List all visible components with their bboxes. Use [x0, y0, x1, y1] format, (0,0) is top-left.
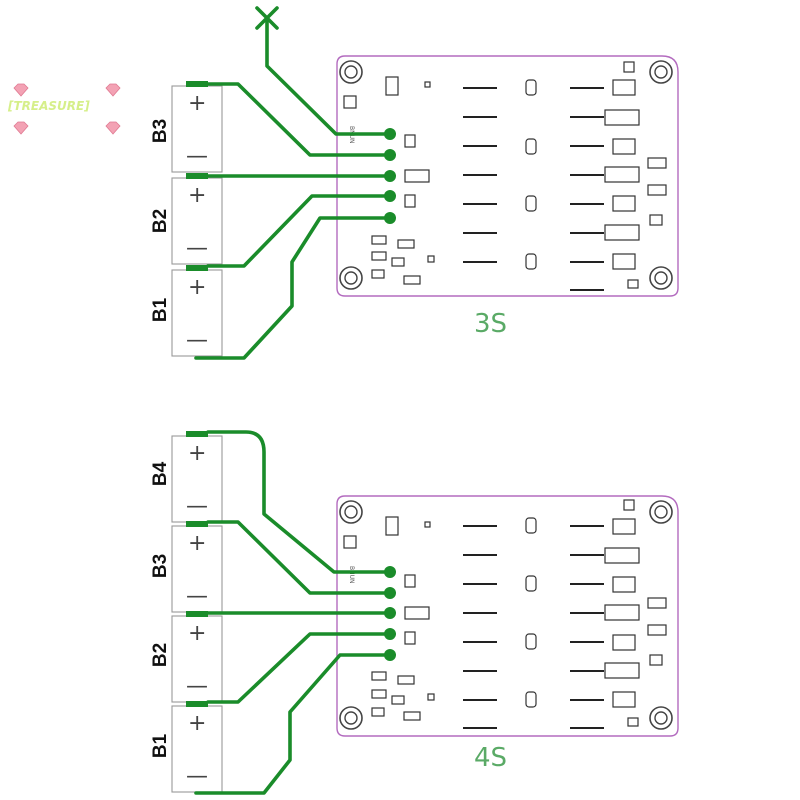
battery-b3: + — B3 — [150, 81, 223, 173]
negative-sign: — — [186, 494, 208, 519]
board-label: 4S — [474, 743, 507, 773]
silkscreen-components: BNUN — [343, 499, 667, 729]
panel-3s: BNUN — [150, 6, 679, 360]
mounting-hole — [649, 500, 673, 524]
positive-sign: + — [188, 183, 206, 208]
balance-wires — [194, 16, 392, 360]
positive-sign: + — [188, 441, 206, 466]
gem-icon — [105, 83, 121, 97]
gem-icon — [13, 83, 29, 97]
gem-icon — [13, 121, 29, 135]
negative-sign: — — [186, 584, 208, 609]
positive-sign: + — [188, 621, 206, 646]
battery-b2: + — B2 — [150, 173, 223, 265]
positive-sign: + — [188, 275, 206, 300]
watermark-logo: [TREASURE] — [7, 83, 121, 135]
mounting-hole — [339, 266, 363, 290]
pcb-board: BNUN — [336, 55, 679, 297]
gem-icon — [105, 121, 121, 135]
battery-label: B1 — [150, 297, 171, 322]
negative-sign: — — [186, 328, 208, 353]
silk-text: BNUN — [348, 566, 355, 583]
mounting-hole — [649, 706, 673, 730]
panel-4s: BNUN — [150, 430, 679, 795]
battery-b1: + — B1 — [150, 701, 223, 793]
silkscreen-components: BNUN — [343, 61, 667, 291]
positive-sign: + — [188, 91, 206, 116]
mounting-hole — [649, 266, 673, 290]
connector-pins — [384, 128, 396, 224]
balance-wires — [194, 430, 392, 795]
battery-b2: + — B2 — [150, 611, 223, 703]
mounting-hole — [649, 60, 673, 84]
negative-sign: — — [186, 144, 208, 169]
battery-b3: + — B3 — [150, 521, 223, 613]
negative-sign: — — [186, 236, 208, 261]
battery-label: B2 — [150, 209, 171, 233]
mounting-hole — [339, 60, 363, 84]
negative-sign: — — [186, 674, 208, 699]
battery-label: B4 — [150, 461, 171, 486]
board-label: 3S — [474, 309, 507, 339]
mounting-hole — [339, 500, 363, 524]
battery-b4: + — B4 — [150, 431, 223, 523]
watermark-text: [TREASURE] — [7, 99, 90, 113]
pcb-board: BNUN — [336, 495, 679, 737]
battery-label: B2 — [150, 643, 171, 667]
mounting-hole — [339, 706, 363, 730]
battery-label: B3 — [150, 554, 171, 578]
connector-pins — [384, 566, 396, 661]
negative-sign: — — [186, 764, 208, 789]
positive-sign: + — [188, 711, 206, 736]
positive-sign: + — [188, 531, 206, 556]
battery-label: B1 — [150, 733, 171, 758]
battery-label: B3 — [150, 119, 171, 143]
battery-b1: + — B1 — [150, 265, 223, 357]
